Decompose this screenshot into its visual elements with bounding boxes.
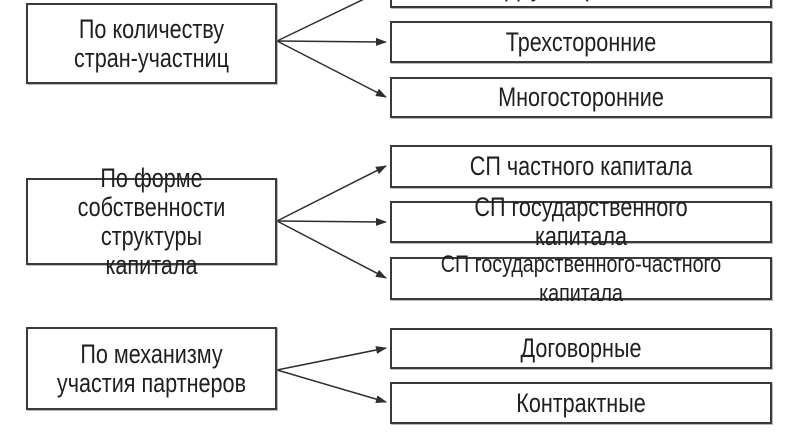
type-label: Многосторонние xyxy=(498,82,664,112)
arrow-g3-t0 xyxy=(276,346,387,371)
category-label: По механизму участия партнеров xyxy=(56,338,247,398)
arrow-g1-t0 xyxy=(276,0,364,42)
category-label: По форме собственности структуры капитал… xyxy=(77,162,226,280)
category-label: По количеству стран-участниц xyxy=(74,13,229,73)
type-box-kontraktnye: Контрактные xyxy=(390,382,772,424)
arrow-g1-t2 xyxy=(276,40,387,98)
type-box-trilateral: Трехсторонние xyxy=(390,21,772,63)
arrow-g1-t1 xyxy=(276,37,387,46)
type-box-state-private-capital: СП государственного-частного капитала xyxy=(390,251,772,307)
type-label: СП государственного-частного капитала xyxy=(440,250,722,307)
type-label: Двухсторонние xyxy=(430,0,732,2)
category-box-partner-mechanism: По механизму участия партнеров xyxy=(26,327,277,410)
type-box-dogovornye: Договорные xyxy=(390,328,772,369)
arrow-g2-t2 xyxy=(276,220,387,279)
type-label: Договорные xyxy=(520,333,642,363)
arrow-g2-t0 xyxy=(276,165,387,222)
type-label: Трехсторонние xyxy=(505,26,657,57)
type-box-state-capital: СП государственного капитала xyxy=(390,193,772,251)
type-box-multilateral: Многосторонние xyxy=(390,77,772,118)
arrow-g2-t1 xyxy=(276,217,387,226)
category-box-countries-count: По количеству стран-участниц xyxy=(26,3,277,84)
type-label: СП частного капитала xyxy=(469,151,693,181)
type-label: СП государственного капитала xyxy=(474,192,688,251)
type-box-private-capital: СП частного капитала xyxy=(390,145,772,188)
arrow-g3-t1 xyxy=(276,369,387,404)
type-label: Контрактные xyxy=(516,387,646,418)
type-box-bilateral-clipped: Двухсторонние xyxy=(390,0,772,8)
category-box-ownership-form: По форме собственности структуры капитал… xyxy=(26,163,277,279)
